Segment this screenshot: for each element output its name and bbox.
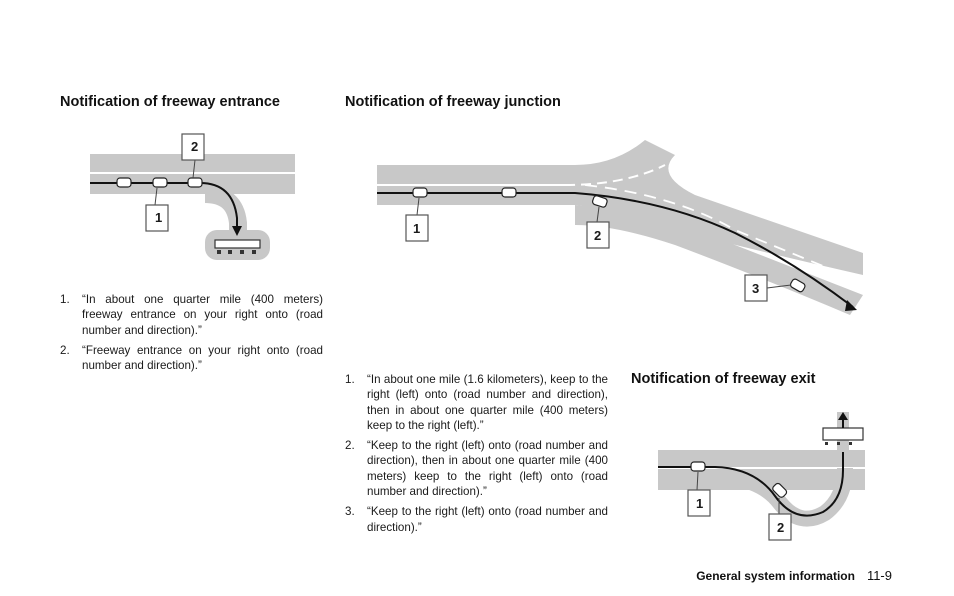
junction-callout-3: 3: [752, 281, 760, 296]
exit-callout-2: 2: [777, 520, 785, 535]
junction-list: 1.“In about one mile (1.6 kilometers), k…: [345, 372, 608, 540]
entrance-callout-2: 2: [191, 139, 199, 154]
list-item: 3.“Keep to the right (left) onto (road n…: [345, 505, 608, 534]
junction-diagram: [377, 140, 863, 315]
junction-heading: Notification of freeway junction: [345, 94, 561, 110]
entrance-callout-1: 1: [155, 210, 163, 225]
list-item: 2.“Keep to the right (left) onto (road n…: [345, 439, 608, 499]
entrance-diagram: [90, 133, 295, 260]
exit-diagram: [658, 412, 865, 541]
list-item: 2.“Freeway entrance on your right onto (…: [60, 343, 323, 373]
entrance-heading: Notification of freeway entrance: [60, 94, 280, 110]
junction-callout-2: 2: [594, 228, 602, 243]
page-number: 11-9: [866, 568, 892, 583]
entrance-list: 1.“In about one quarter mile (400 meters…: [60, 292, 323, 378]
list-item: 1.“In about one mile (1.6 kilometers), k…: [345, 373, 608, 432]
junction-callout-1: 1: [413, 221, 421, 236]
exit-callout-1: 1: [696, 496, 704, 511]
list-item: 1.“In about one quarter mile (400 meters…: [60, 293, 323, 337]
footer-section: General system information: [696, 569, 855, 583]
page-footer: General system information 11-9: [696, 568, 892, 583]
exit-heading: Notification of freeway exit: [631, 371, 816, 387]
